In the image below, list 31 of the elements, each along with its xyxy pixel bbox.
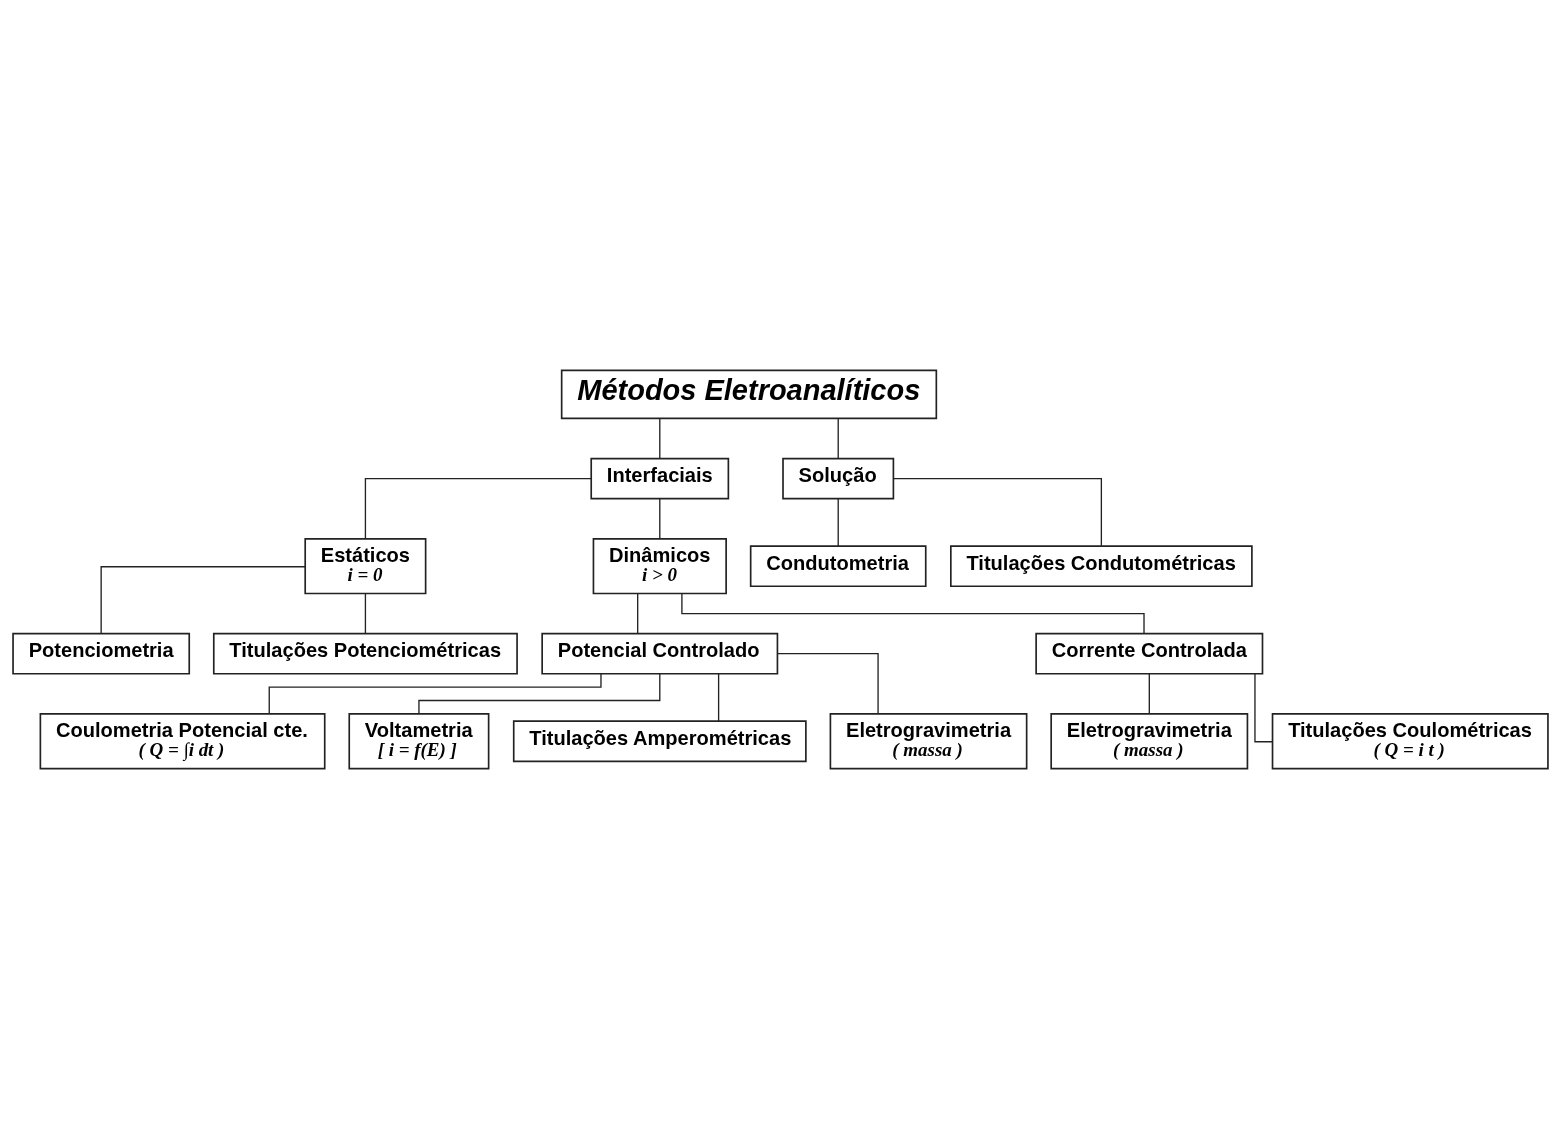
node-box: Estáticos i = 0 (304, 537, 427, 594)
node-box: Voltametria [ i = f(E) ] (348, 712, 490, 769)
connector (268, 672, 602, 715)
node-box: Titulações Coulométricas ( Q = i t ) (1271, 712, 1549, 769)
node-box: Solução (782, 457, 895, 500)
node-box: Coulometria Potencial cte. ( Q = ∫i dt ) (39, 712, 326, 769)
connector (364, 477, 592, 539)
connector (418, 672, 661, 714)
connector (837, 497, 839, 547)
node-box: Eletrogravimetria ( massa ) (1050, 712, 1249, 769)
node-box: Potencial Controlado (541, 632, 779, 675)
connector (717, 672, 720, 722)
node-box: Eletrogravimetria ( massa ) (829, 712, 1028, 769)
node-box: Potenciometria (12, 632, 191, 675)
connector (659, 417, 661, 459)
node-box: Titulações Condutométricas (950, 544, 1253, 587)
connector (1148, 672, 1150, 714)
node-box: Interfaciais (590, 457, 730, 500)
node-box: Titulações Amperométricas (512, 719, 807, 762)
connector (776, 652, 879, 714)
connector (893, 477, 1103, 546)
node-box: Condutometria (749, 544, 927, 587)
connector (100, 565, 306, 634)
node-box: Métodos Eletroanalíticos (560, 369, 938, 419)
connector (364, 592, 367, 634)
connector (659, 497, 661, 539)
node-box: Corrente Controlada (1035, 632, 1264, 675)
node-box: Dinâmicos i > 0 (592, 537, 727, 594)
connector (637, 592, 639, 634)
node-box: Titulações Potenciométricas (212, 632, 518, 675)
connector (837, 417, 839, 459)
